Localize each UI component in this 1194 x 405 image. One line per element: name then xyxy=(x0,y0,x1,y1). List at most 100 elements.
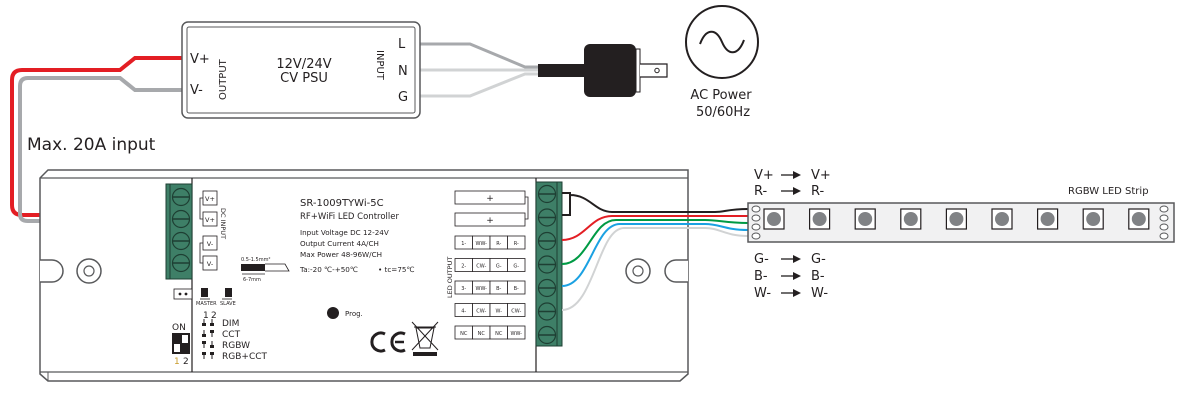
terminal-screw-icon xyxy=(537,184,557,204)
solder-pad xyxy=(1159,232,1169,240)
wire-l xyxy=(420,42,545,69)
terminal-screw-icon xyxy=(171,187,191,207)
terminal-screw-icon xyxy=(537,302,557,321)
mapping-from: R- xyxy=(754,184,768,199)
wire-gauge: 0.5-1.5mm² xyxy=(241,257,270,263)
ac-power-line1: AC Power xyxy=(690,88,752,103)
dc-terminal-label: V+ xyxy=(202,190,218,206)
svg-text:+: + xyxy=(486,216,494,226)
led-chip-icon xyxy=(1128,208,1150,230)
ac-power: AC Power 50/60Hz xyxy=(685,5,759,120)
dip-mode-label: RGBW xyxy=(222,341,250,351)
psu-body-outer xyxy=(181,21,421,119)
led-output-cell-label: CW- xyxy=(476,309,486,315)
led-chip-icon xyxy=(991,208,1013,230)
switch-down-icon xyxy=(202,319,206,326)
dc-input-labels: V+ V+ V- V- DC INPUT xyxy=(199,190,227,271)
dip-mode-row: CCT xyxy=(202,330,241,340)
model-subtitle: RF+WiFi LED Controller xyxy=(300,212,400,222)
prog-button[interactable]: Prog. xyxy=(327,307,363,319)
mapping-row: R- R- xyxy=(754,184,825,199)
wire-red xyxy=(561,215,748,241)
wire-blue xyxy=(561,223,749,287)
psu-vplus: V+ xyxy=(190,52,210,67)
solder-pad xyxy=(751,223,761,231)
strip-length: 6-7mm xyxy=(243,277,261,283)
prog-button-icon[interactable] xyxy=(327,307,339,319)
dip-mode-row: RGBW xyxy=(202,341,250,351)
terminal-screw-icon xyxy=(171,231,191,251)
mapping-from: G- xyxy=(754,252,769,267)
led-chip-icon xyxy=(1082,208,1104,230)
model-name: SR-1009TYWi-5C xyxy=(300,198,384,209)
dip-number-2: 2 xyxy=(183,357,189,367)
led-output-cell-label: 1- xyxy=(461,241,466,247)
mapping-row: W-W- xyxy=(754,286,828,301)
ac-plug-icon xyxy=(584,44,668,97)
led-output-cell xyxy=(507,280,526,295)
solder-pad xyxy=(1159,214,1169,222)
master-label: MASTER xyxy=(196,301,217,307)
led-chip-icon xyxy=(900,208,922,230)
led-output-row: 4-CW-W-CW- xyxy=(454,303,526,317)
led-strip: RGBW LED Strip xyxy=(747,186,1175,243)
led-output-plus: + xyxy=(454,190,526,205)
switch-down-icon xyxy=(210,341,214,348)
solder-pad xyxy=(751,205,761,213)
led-output-row: 1-WW-R-R- xyxy=(454,235,526,250)
led-output-cell-label: G- xyxy=(513,264,519,270)
dip-switch-2[interactable] xyxy=(182,335,188,343)
svg-text:V+: V+ xyxy=(205,216,215,224)
arrow-right-icon xyxy=(781,272,801,280)
led-output-plus: + xyxy=(454,212,526,227)
temperature-spec: Ta:-20 ℃-+50℃ xyxy=(299,265,358,274)
led-output-cell-label: NC xyxy=(460,331,468,337)
mains-wires xyxy=(420,42,588,98)
dip-switch-1[interactable] xyxy=(174,344,180,352)
master-jumper-icon xyxy=(201,288,208,297)
dip-mode-label: CCT xyxy=(222,330,241,340)
led-output-cell-label: B- xyxy=(514,286,519,292)
strip-mapping: V+V+R-R-G-G-B-B-W-W- xyxy=(754,168,831,301)
terminal-screw-icon xyxy=(537,255,557,274)
dip-switch[interactable]: ON 1 2 xyxy=(172,323,190,367)
mapping-row: B-B- xyxy=(754,269,825,284)
mapping-from: V+ xyxy=(754,168,774,183)
mapping-row: V+ V+ xyxy=(754,168,831,183)
mapping-to: W- xyxy=(811,286,828,301)
arrow-right-icon xyxy=(781,255,801,263)
led-output-cell-label: G- xyxy=(496,264,502,270)
dip-mode-row: RGB+CCT xyxy=(202,352,268,362)
wire-gray-vminus xyxy=(18,76,182,242)
terminal-screw-icon xyxy=(171,253,191,273)
mapping-to: V+ xyxy=(811,168,831,183)
psu-terminal-g: G xyxy=(398,90,408,105)
psu-input-label: INPUT xyxy=(374,50,385,81)
solder-pad xyxy=(1159,205,1169,213)
led-chip-icon xyxy=(1036,208,1059,230)
mapping-to: G- xyxy=(811,252,826,267)
controller: V+ V+ V- V- DC INPUT 0.5-1.5mm² 6-7mm xyxy=(39,169,689,382)
master-slave-jumper[interactable]: MASTER SLAVE xyxy=(173,288,236,307)
dc-input-label: DC INPUT xyxy=(219,208,227,239)
psu: V+ V- OUTPUT 12V/24V CV PSU INPUT L N G xyxy=(181,21,421,119)
slave-jumper-icon xyxy=(225,288,232,297)
spec-line: Input Voltage DC 12-24V xyxy=(300,228,389,237)
mount-slot-right xyxy=(664,259,688,283)
switch-up-icon xyxy=(210,352,214,359)
crossed-bin-icon xyxy=(411,321,439,356)
led-output-cell-label: WW- xyxy=(476,241,488,247)
led-output-cell-label: WW- xyxy=(511,331,523,337)
led-chip-icon xyxy=(763,208,785,230)
svg-text:V-: V- xyxy=(207,240,214,248)
controller-outline xyxy=(39,169,689,382)
led-chip-icon xyxy=(808,208,831,230)
strip-title: RGBW LED Strip xyxy=(1068,186,1149,197)
prog-label: Prog. xyxy=(345,310,363,318)
led-output-cell-label: NC xyxy=(495,331,503,337)
max-input-label: Max. 20A input xyxy=(27,135,156,155)
mapping-to: R- xyxy=(811,184,825,199)
led-output-cell-label: R- xyxy=(514,241,519,247)
